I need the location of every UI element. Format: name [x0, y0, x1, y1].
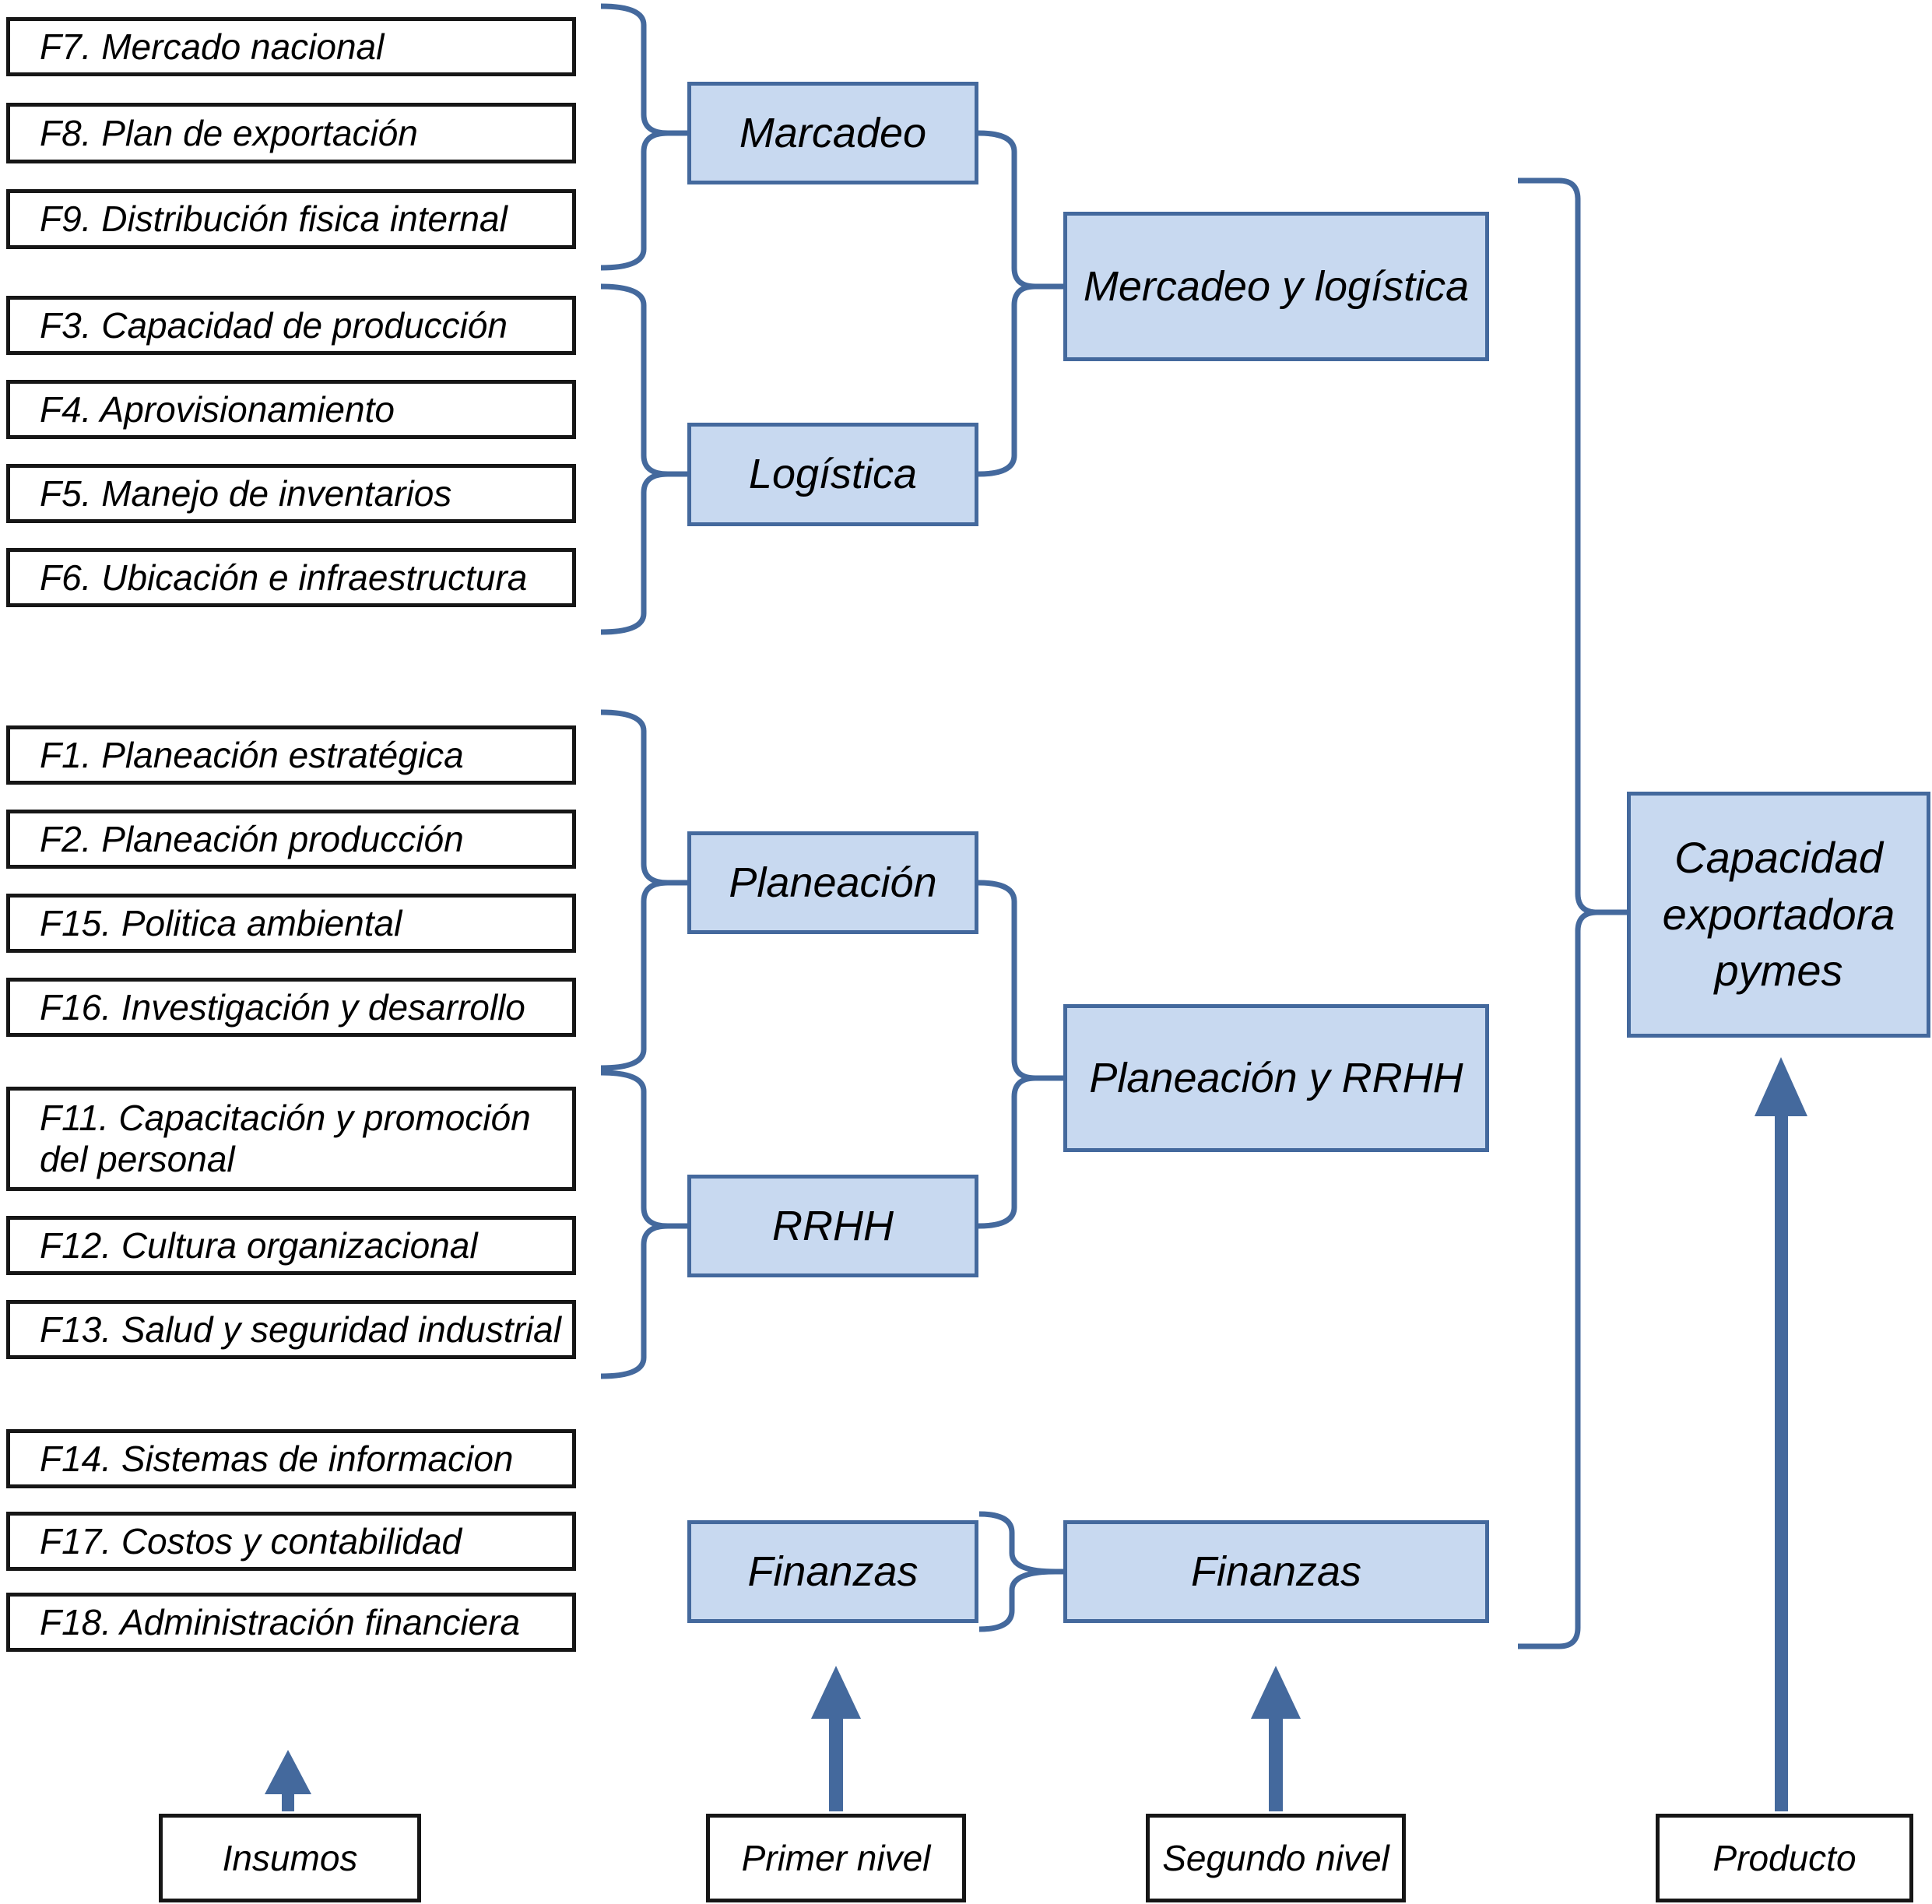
brace-finance-levels: [978, 1511, 1063, 1632]
brace-planning-factors: [600, 709, 687, 1071]
factor-box-f15: F15. Politica ambiental: [6, 894, 576, 953]
arrow-up-inputs: [265, 1750, 311, 1811]
legend-second-level: Segundo nivel: [1146, 1814, 1406, 1902]
factor-box-f3: F3. Capacidad de producción: [6, 296, 576, 355]
factor-box-f12: F12. Cultura organizacional: [6, 1216, 576, 1275]
factor-box-f18: F18. Administración financiera: [6, 1593, 576, 1652]
factor-box-f9: F9. Distribución fisica internal: [6, 189, 576, 249]
brace-marketing-factors: [600, 3, 687, 271]
node-first-level-planning: Planeación: [687, 831, 978, 934]
node-first-level-hr: RRHH: [687, 1175, 978, 1277]
factor-box-f13: F13. Salud y seguridad industrial: [6, 1300, 576, 1359]
arrow-up-product: [1755, 1057, 1807, 1811]
bracket-second-level-product: [1518, 177, 1627, 1649]
factor-box-f6: F6. Ubicación e infraestructura: [6, 548, 576, 607]
node-first-level-finance: Finanzas: [687, 1520, 978, 1623]
factor-box-f8: F8. Plan de exportación: [6, 103, 576, 163]
arrow-up-first-level: [811, 1666, 861, 1811]
brace-logistics-factors: [600, 283, 687, 635]
arrow-up-second-level: [1251, 1666, 1301, 1811]
node-second-level-finance: Finanzas: [1063, 1520, 1489, 1623]
factor-box-f11: F11. Capacitación y promoción del person…: [6, 1087, 576, 1191]
factor-box-f16: F16. Investigación y desarrollo: [6, 978, 576, 1037]
factor-box-f4: F4. Aprovisionamiento: [6, 380, 576, 439]
factor-box-f7: F7. Mercado nacional: [6, 17, 576, 76]
node-first-level-logistics: Logística: [687, 423, 978, 526]
node-second-level-planning-hr: Planeación y RRHH: [1063, 1004, 1489, 1152]
legend-first-level: Primer nivel: [706, 1814, 966, 1902]
factor-box-f5: F5. Manejo de inventarios: [6, 464, 576, 523]
factor-box-f17: F17. Costos y contabilidad: [6, 1512, 576, 1571]
brace-hr-factors: [600, 1070, 687, 1379]
legend-inputs: Insumos: [159, 1814, 421, 1902]
bracket-marketing-logistics: [978, 130, 1063, 477]
node-second-level-marketing-logistics: Mercadeo y logística: [1063, 212, 1489, 361]
factor-box-f1: F1. Planeación estratégica: [6, 725, 576, 785]
node-first-level-marketing: Marcadeo: [687, 82, 978, 184]
factor-box-f2: F2. Planeación producción: [6, 810, 576, 869]
bracket-planning-hr: [978, 880, 1063, 1229]
legend-product: Producto: [1656, 1814, 1913, 1902]
node-product-capacidad-exportadora: Capacidad exportadora pymes: [1627, 792, 1930, 1038]
factor-box-f14: F14. Sistemas de informacion: [6, 1429, 576, 1488]
